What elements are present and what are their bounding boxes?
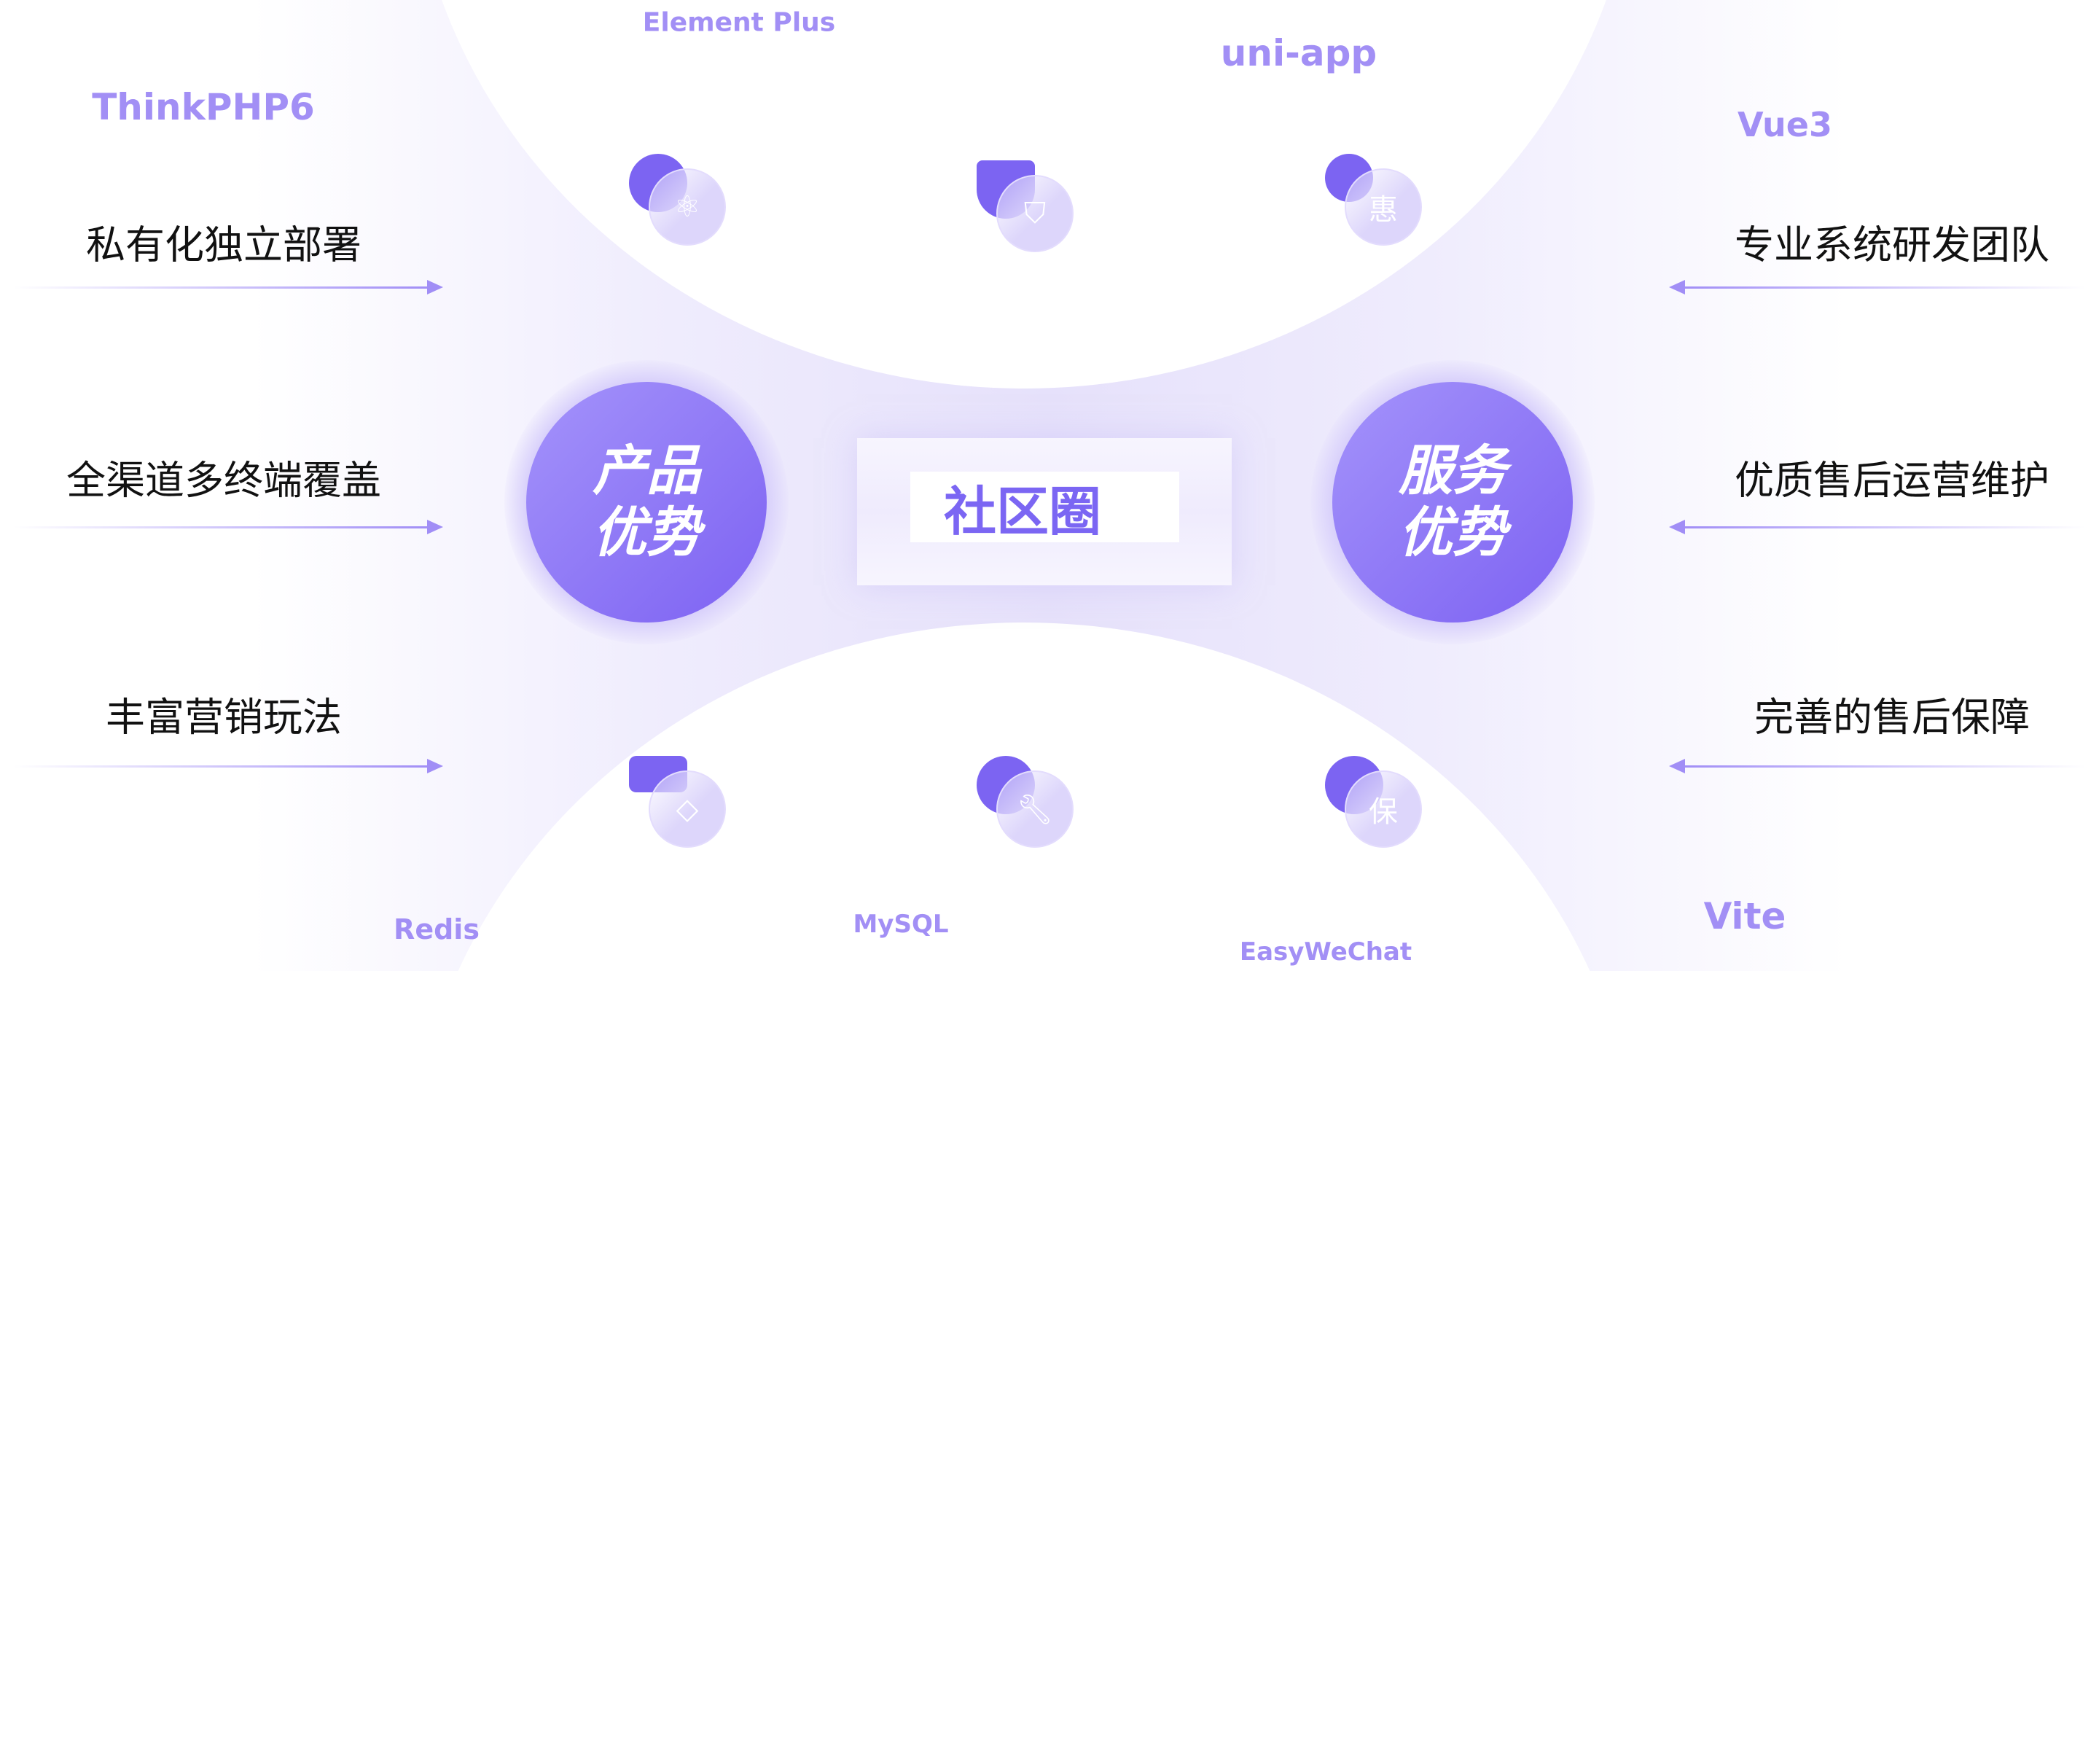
tech-mysql: MySQL xyxy=(853,910,949,939)
hui-glyph: 惠 xyxy=(1369,193,1398,227)
feature-right-3: 完善的售后保障 xyxy=(1754,694,2030,741)
wrench-icon: 🔧︎ xyxy=(977,756,1074,851)
tech-vite: Vite xyxy=(1703,895,1786,937)
arrow-right-icon xyxy=(13,280,443,294)
service-advantage-circle: 服务 优势 xyxy=(1332,382,1573,623)
feature-left-3: 丰富营销玩法 xyxy=(106,694,342,741)
product-advantage-circle: 产品 优势 xyxy=(526,382,767,623)
service-line1: 服务 xyxy=(1399,439,1506,502)
feature-right-1: 专业系统研发团队 xyxy=(1735,222,2049,268)
service-line2: 优势 xyxy=(1399,502,1506,564)
center-title: 社区圈 xyxy=(910,472,1179,542)
feature-left-2: 全渠道多终端覆盖 xyxy=(66,457,381,504)
diamond-icon: ◇ xyxy=(629,756,726,851)
arrow-left-icon xyxy=(1669,520,2086,534)
arrow-left-icon xyxy=(1669,759,2086,773)
atom-icon: ⚛ xyxy=(629,154,726,249)
bao-glyph: 保 xyxy=(1369,795,1398,829)
guarantee-bao-icon: 保 xyxy=(1325,756,1422,851)
tech-vue: Vue3 xyxy=(1738,105,1832,144)
tech-element-plus: Element Plus xyxy=(642,7,836,38)
arrow-left-icon xyxy=(1669,280,2086,294)
discount-hui-icon: 惠 xyxy=(1325,154,1422,249)
feature-left-1: 私有化独立部署 xyxy=(86,222,361,268)
tech-easywechat: EasyWeChat xyxy=(1239,937,1412,967)
arrow-right-icon xyxy=(13,759,443,773)
arrow-right-icon xyxy=(13,520,443,534)
tech-redis: Redis xyxy=(394,913,480,945)
tech-uni-app: uni-app xyxy=(1220,32,1377,74)
feature-right-2: 优质售后运营维护 xyxy=(1735,457,2049,504)
product-line1: 产品 xyxy=(593,439,700,502)
center-title-text: 社区圈 xyxy=(944,481,1102,542)
product-line2: 优势 xyxy=(593,502,700,564)
shield-wechat-icon: ⛉ xyxy=(977,160,1074,255)
tech-thinkphp: ThinkPHP6 xyxy=(92,86,315,128)
